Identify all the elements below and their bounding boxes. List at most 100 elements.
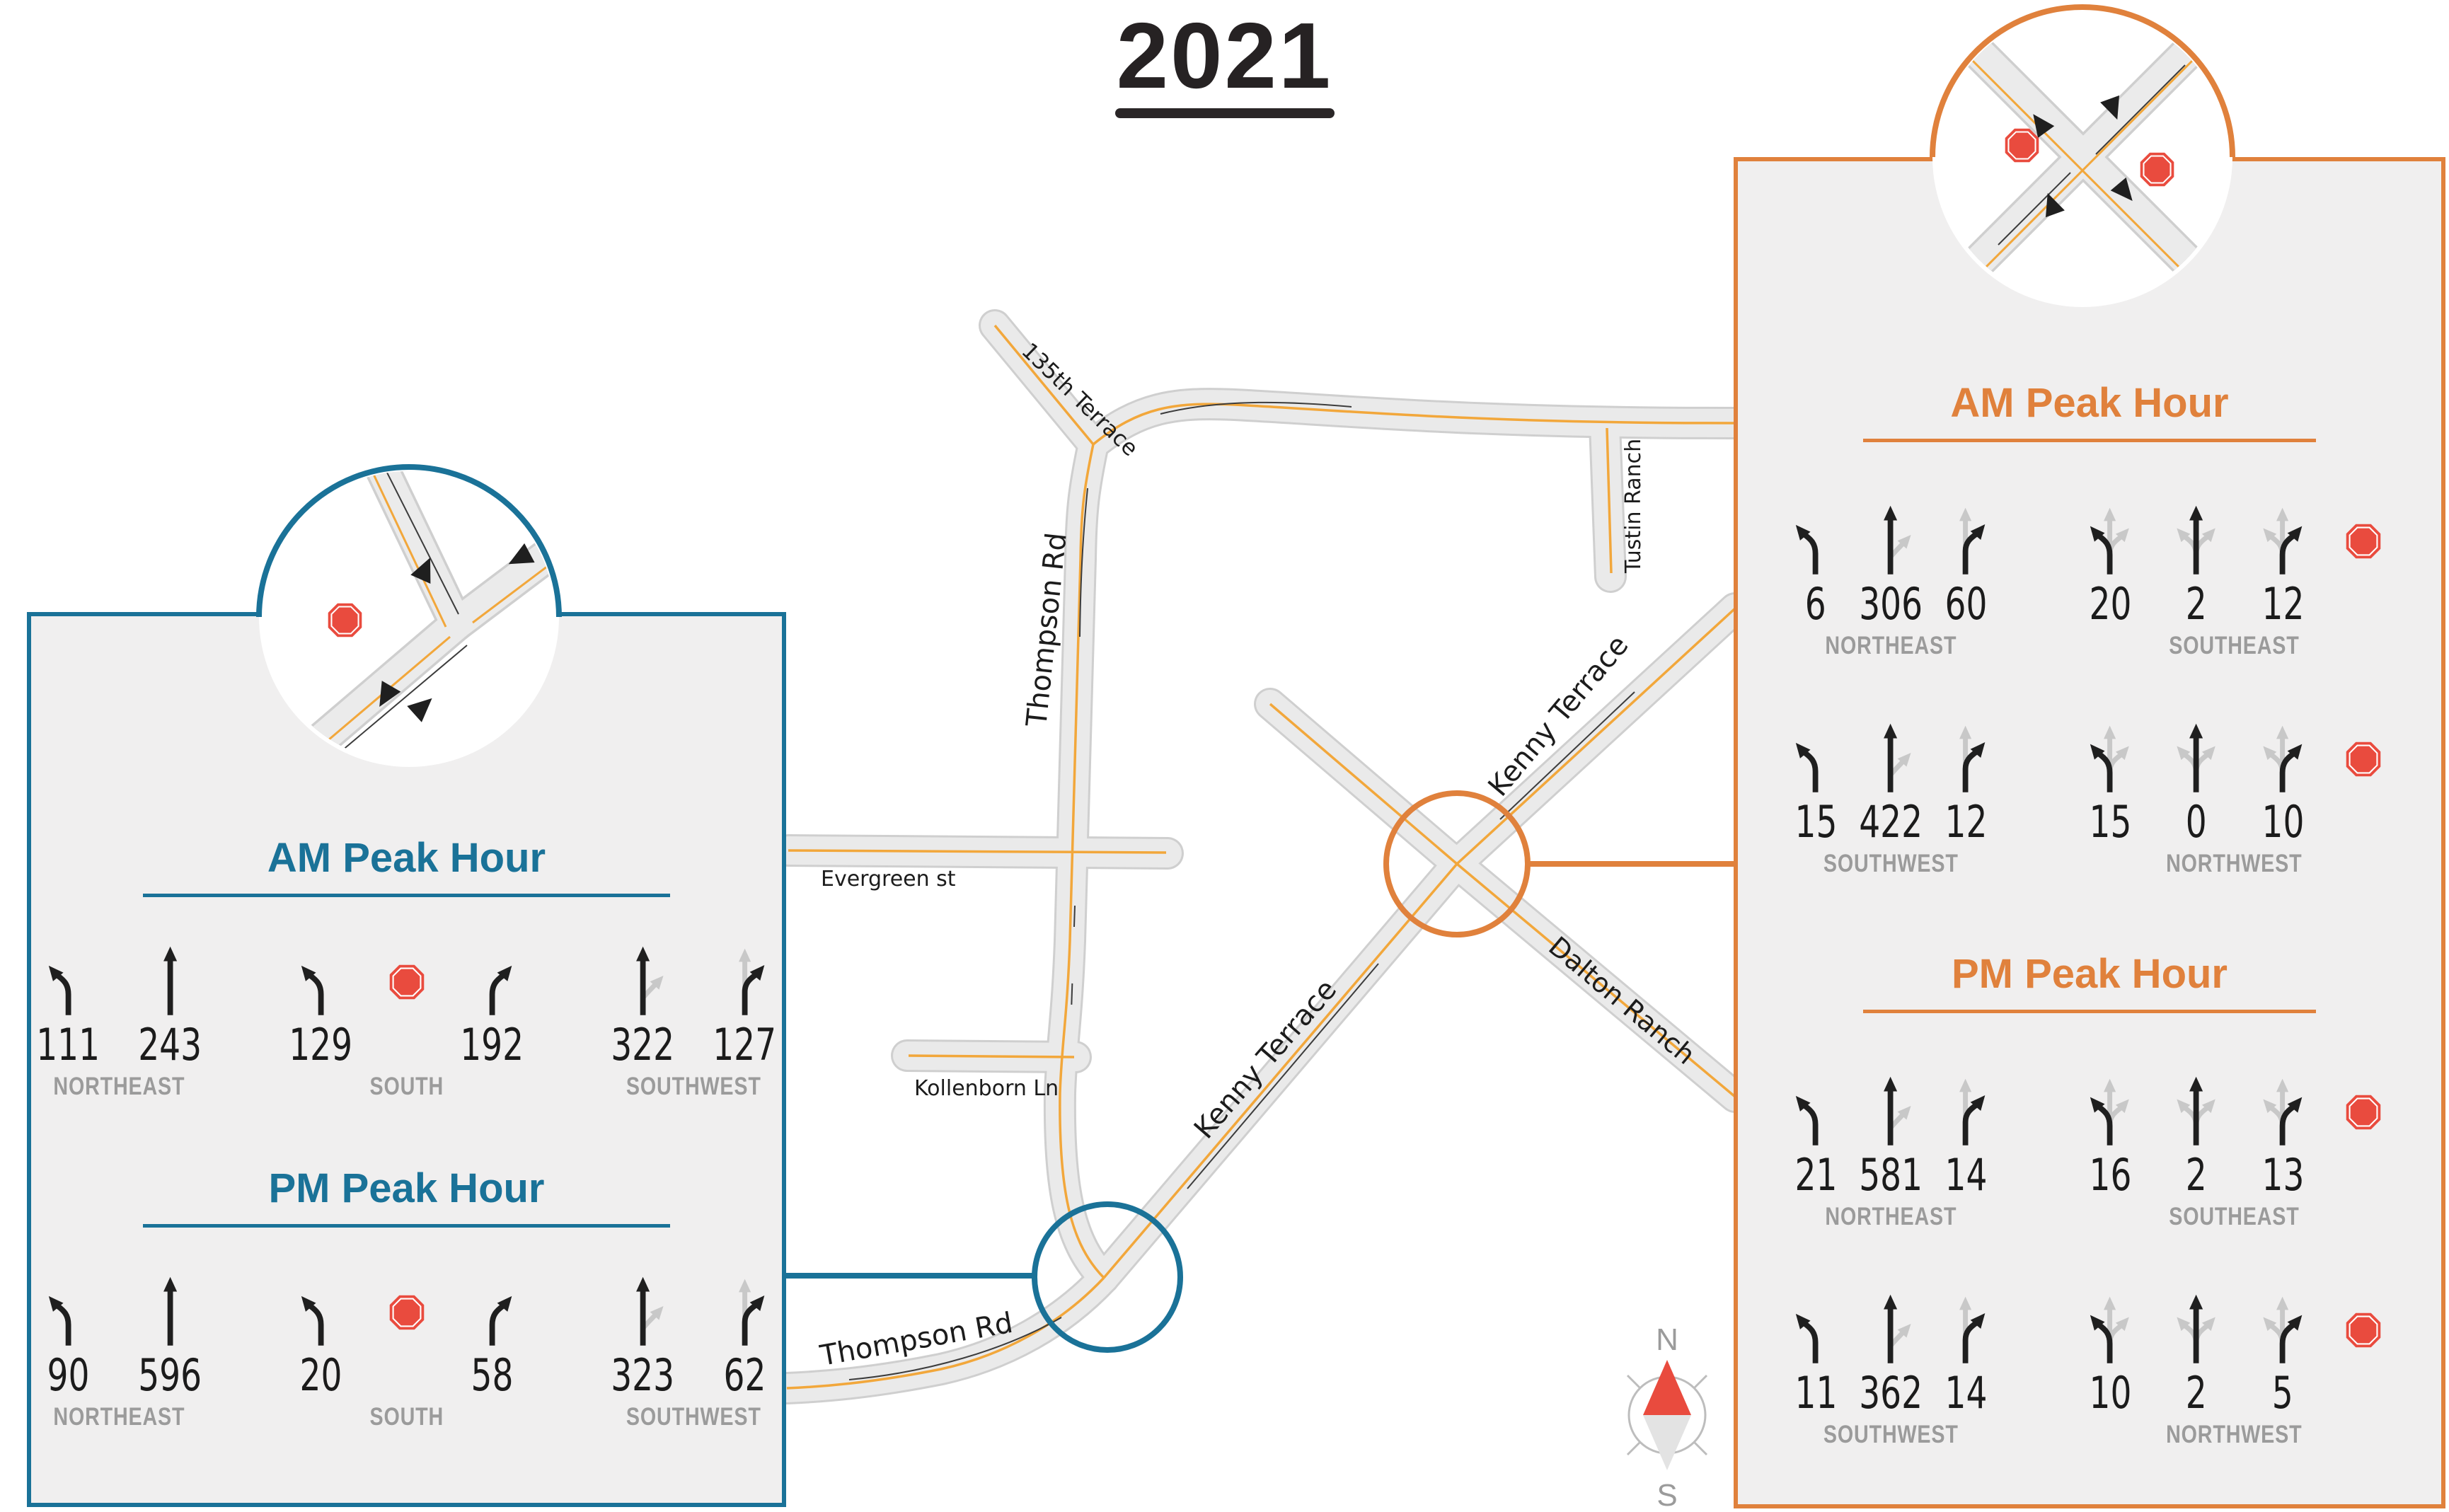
compass-north-needle xyxy=(1643,1360,1691,1415)
movement-group-northwest: 10 2 5 NORTHWEST xyxy=(2070,1293,2397,1449)
three-way-straight-arrow-icon xyxy=(2167,504,2225,578)
direction-label: NORTHEAST xyxy=(1825,1203,1957,1230)
movement-group-southeast: 16 2 13 SOUTHEAST xyxy=(2070,1075,2397,1231)
movement-count: 15 xyxy=(1794,796,1837,848)
movement: 322 xyxy=(601,945,685,1071)
am-peak-section: AM Peak Hour 111 243 NORTHEAST xyxy=(31,836,782,1101)
movement-count: 58 xyxy=(471,1349,514,1401)
direction-label: SOUTH xyxy=(369,1403,444,1431)
movement: 11 xyxy=(1782,1293,1850,1419)
movement-count: 596 xyxy=(138,1349,202,1401)
movement-count: 306 xyxy=(1859,578,1923,630)
movement-count: 0 xyxy=(2186,796,2207,848)
movement-count: 11 xyxy=(1794,1367,1837,1419)
movement: 306 xyxy=(1857,504,1925,630)
right-turn-arrow-icon xyxy=(463,1276,522,1349)
direction-label: NORTHEAST xyxy=(53,1073,185,1100)
movement-group-southwest: 322 127 SOUTHWEST xyxy=(601,945,787,1101)
left-turn-arrow-icon xyxy=(1786,1075,1845,1149)
movement-count: 362 xyxy=(1859,1367,1923,1419)
straight-with-right-option-arrow-icon xyxy=(1861,722,1920,796)
movement: 16 xyxy=(2070,1075,2150,1201)
movement: 362 xyxy=(1857,1293,1925,1419)
movement: 12 xyxy=(2243,504,2322,630)
direction-label: NORTHWEST xyxy=(2165,1421,2303,1448)
movement: 111 xyxy=(27,945,110,1071)
right-with-straight-option-arrow-icon xyxy=(1936,504,1995,578)
am-peak-hour-heading: AM Peak Hour xyxy=(267,835,546,881)
road-label-evergreen-st: Evergreen st xyxy=(821,867,956,891)
movement: 127 xyxy=(703,945,787,1071)
thompson-kenny-intersection-circle xyxy=(1032,1201,1183,1353)
movement-count: 243 xyxy=(138,1019,202,1070)
kenny-dalton-panel: AM Peak Hour 6 306 60 xyxy=(1734,157,2445,1508)
title-underline xyxy=(1114,108,1335,118)
movement: 15 xyxy=(2070,722,2150,848)
three-way-left-arrow-icon xyxy=(2080,722,2139,796)
direction-label: NORTHWEST xyxy=(2165,850,2303,877)
road-label-dalton-ranch: Dalton Ranch xyxy=(1543,930,1701,1070)
movement xyxy=(381,1294,432,1402)
movement-count: 2 xyxy=(2186,1367,2207,1419)
straight-arrow-icon xyxy=(141,945,200,1019)
stop-sign-icon xyxy=(2345,1094,2382,1131)
am-peak-hour-heading: AM Peak Hour xyxy=(1950,380,2229,426)
movement-count: 422 xyxy=(1859,796,1923,848)
movement: 60 xyxy=(1932,504,2000,630)
movement: 323 xyxy=(601,1276,685,1402)
right-with-straight-option-arrow-icon xyxy=(715,945,774,1019)
movement-count: 323 xyxy=(611,1349,675,1401)
right-with-straight-option-arrow-icon xyxy=(1936,1293,1995,1367)
movement-group-south: 129 192 SOUTH xyxy=(280,945,534,1101)
left-turn-arrow-icon xyxy=(39,945,98,1019)
movement-group-northeast: 111 243 NORTHEAST xyxy=(27,945,212,1101)
left-turn-arrow-icon xyxy=(1786,722,1845,796)
year-heading: 2021 xyxy=(1116,4,1333,108)
direction-label: NORTHEAST xyxy=(53,1403,185,1431)
stop-sign-icon xyxy=(388,1294,425,1331)
movement-count: 15 xyxy=(2089,796,2131,848)
movement: 596 xyxy=(129,1276,212,1402)
movement: 14 xyxy=(1932,1293,2000,1419)
movement-count: 14 xyxy=(1944,1367,1987,1419)
left-turn-arrow-icon xyxy=(39,1276,98,1349)
three-way-right-arrow-icon xyxy=(2253,504,2312,578)
movement: 0 xyxy=(2157,722,2236,848)
movement: 581 xyxy=(1857,1075,1925,1201)
left-turn-arrow-icon xyxy=(292,1276,350,1349)
movement: 62 xyxy=(703,1276,787,1402)
stop-sign-icon xyxy=(388,964,425,1000)
compass-rose: N S xyxy=(1626,1322,1708,1512)
left-turn-arrow-icon xyxy=(1786,504,1845,578)
three-way-right-arrow-icon xyxy=(2253,722,2312,796)
movement-count: 2 xyxy=(2186,1149,2207,1201)
compass-south-label: S xyxy=(1656,1478,1677,1512)
movement: 90 xyxy=(27,1276,110,1402)
movement: 10 xyxy=(2070,1293,2150,1419)
movement-count: 21 xyxy=(1794,1149,1837,1201)
direction-label: SOUTH xyxy=(369,1073,444,1100)
movement: 15 xyxy=(1782,722,1850,848)
movement-group-south: 20 58 SOUTH xyxy=(280,1276,534,1431)
movement: 14 xyxy=(1932,1075,2000,1201)
movement: 12 xyxy=(1932,722,2000,848)
movement: 20 xyxy=(280,1276,363,1402)
movement: 243 xyxy=(129,945,212,1071)
movement xyxy=(2329,523,2397,630)
heading-rule xyxy=(1863,439,2316,442)
straight-with-right-option-arrow-icon xyxy=(1861,1075,1920,1149)
straight-with-right-option-arrow-icon xyxy=(613,1276,672,1349)
movement-group-southwest: 323 62 SOUTHWEST xyxy=(601,1276,787,1431)
movement-group-southeast: 20 2 12 SOUTHEAST xyxy=(2070,504,2397,660)
movement-count: 192 xyxy=(460,1019,524,1070)
movement: 129 xyxy=(280,945,363,1071)
movement xyxy=(2329,1312,2397,1419)
movement-count: 129 xyxy=(289,1019,353,1070)
movement-group-northeast: 21 581 14 NORTHEAST xyxy=(1782,1075,2000,1231)
straight-with-right-option-arrow-icon xyxy=(613,945,672,1019)
kenny-dalton-intersection-circle xyxy=(1383,790,1531,937)
movement-group-northeast: 6 306 60 NORTHEAST xyxy=(1782,504,2000,660)
movement-count: 10 xyxy=(2261,796,2304,848)
movement xyxy=(381,964,432,1071)
